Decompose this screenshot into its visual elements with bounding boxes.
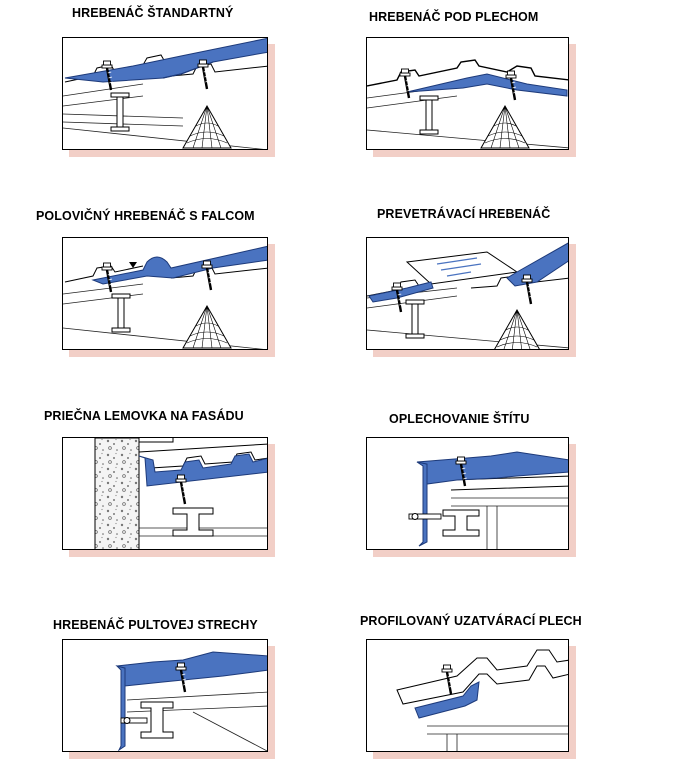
ridge-standard-diagram: [62, 37, 275, 157]
panel-title-8: PROFILOVANÝ UZATVÁRACÍ PLECH: [360, 614, 582, 628]
profiled-closure-diagram: [366, 639, 576, 759]
facade-flashing-diagram: [62, 437, 275, 557]
panel-title-3: POLOVIČNÝ HREBENÁČ S FALCOM: [36, 209, 255, 223]
half-ridge-seam-diagram: [62, 237, 275, 357]
panel-title-2: HREBENÁČ POD PLECHOM: [369, 10, 539, 24]
ridge-under-sheet-diagram: [366, 37, 576, 157]
panel-title-7: HREBENÁČ PULTOVEJ STRECHY: [53, 618, 258, 632]
panel-title-4: PREVETRÁVACÍ HREBENÁČ: [377, 207, 551, 221]
panel-title-1: HREBENÁČ ŠTANDARTNÝ: [72, 6, 234, 20]
gable-flashing-diagram: [366, 437, 576, 557]
mono-pitch-ridge-diagram: [62, 639, 275, 759]
panel-title-5: PRIEČNA LEMOVKA NA FASÁDU: [44, 409, 244, 423]
panel-title-6: OPLECHOVANIE ŠTÍTU: [389, 412, 530, 426]
ventilated-ridge-diagram: [366, 237, 576, 357]
